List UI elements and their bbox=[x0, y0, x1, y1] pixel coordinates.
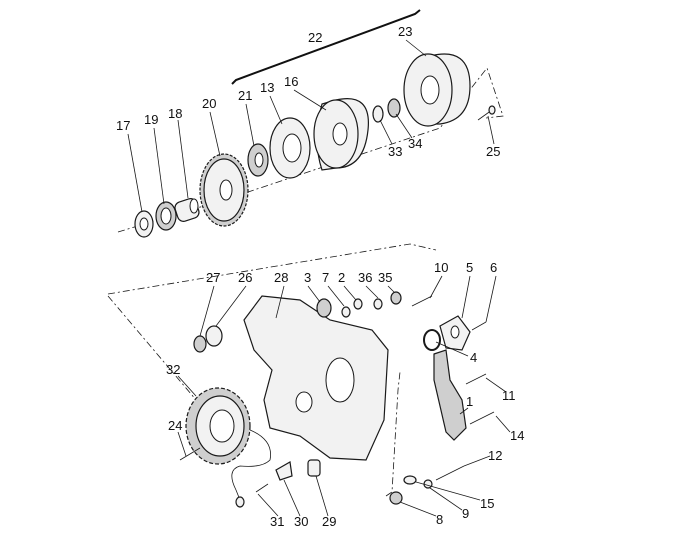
starter-driven-gear-20 bbox=[199, 153, 249, 227]
callout-18: 18 bbox=[168, 106, 182, 121]
clamp-15 bbox=[403, 475, 417, 485]
nut-8 bbox=[389, 491, 403, 505]
callout-2: 2 bbox=[338, 270, 345, 285]
callout-27: 27 bbox=[206, 270, 220, 285]
wire-connector bbox=[235, 496, 245, 508]
stator-wire-harness bbox=[231, 429, 271, 501]
bolt-14 bbox=[469, 411, 495, 425]
dowel-29 bbox=[307, 459, 321, 477]
bolt-25 bbox=[477, 105, 496, 121]
callout-34: 34 bbox=[408, 136, 422, 151]
callout-13: 13 bbox=[260, 80, 274, 95]
callout-4: 4 bbox=[470, 350, 477, 365]
o-ring-4 bbox=[423, 329, 441, 351]
washer-2 bbox=[353, 298, 363, 310]
callout-6: 6 bbox=[490, 260, 497, 275]
bearing-26 bbox=[205, 325, 223, 347]
callout-7: 7 bbox=[322, 270, 329, 285]
callout-36: 36 bbox=[358, 270, 372, 285]
callout-31: 31 bbox=[270, 514, 284, 529]
flywheel-rotor-16 bbox=[313, 98, 369, 171]
washer-33 bbox=[372, 105, 384, 123]
bolt-11 bbox=[465, 373, 487, 385]
callout-19: 19 bbox=[144, 112, 158, 127]
callout-1: 1 bbox=[466, 394, 473, 409]
one-way-clutch-21 bbox=[247, 143, 269, 177]
callout-8: 8 bbox=[436, 512, 443, 527]
callout-30: 30 bbox=[294, 514, 308, 529]
callout-32: 32 bbox=[166, 362, 180, 377]
callout-labels: 17 19 18 20 21 13 16 22 23 33 34 25 27 2… bbox=[116, 24, 524, 529]
callout-12: 12 bbox=[488, 448, 502, 463]
bracket-1 bbox=[433, 349, 467, 441]
bolt-10 bbox=[411, 295, 433, 307]
oil-seal-27 bbox=[193, 335, 207, 353]
bushing-18 bbox=[174, 198, 200, 222]
clutch-housing-13 bbox=[269, 117, 311, 179]
callout-35: 35 bbox=[378, 270, 392, 285]
callout-16: 16 bbox=[284, 74, 298, 89]
flange-5 bbox=[439, 315, 471, 351]
stator-axis-line bbox=[107, 295, 231, 441]
bolt-31 bbox=[255, 483, 269, 493]
clamp-30 bbox=[275, 461, 293, 481]
callout-33: 33 bbox=[388, 144, 402, 159]
nut-34 bbox=[387, 98, 401, 118]
washer-9 bbox=[423, 479, 433, 489]
stator-32 bbox=[185, 387, 251, 465]
callout-9: 9 bbox=[462, 506, 469, 521]
callout-14: 14 bbox=[510, 428, 524, 443]
washer-36 bbox=[373, 298, 383, 310]
bolt-24 bbox=[179, 447, 201, 461]
callout-28: 28 bbox=[274, 270, 288, 285]
callout-23: 23 bbox=[398, 24, 412, 39]
callout-11: 11 bbox=[502, 388, 516, 403]
callout-26: 26 bbox=[238, 270, 252, 285]
callout-29: 29 bbox=[322, 514, 336, 529]
callout-22: 22 bbox=[308, 30, 322, 45]
bracket-axis-line bbox=[385, 371, 401, 497]
callout-10: 10 bbox=[434, 260, 448, 275]
bolt-12 bbox=[435, 465, 465, 481]
bearing-3 bbox=[316, 298, 332, 318]
leader-lines bbox=[127, 39, 511, 517]
callout-15: 15 bbox=[480, 496, 494, 511]
callout-24: 24 bbox=[168, 418, 182, 433]
bolt-35 bbox=[390, 291, 402, 305]
lower-group-boundary bbox=[107, 243, 437, 295]
upper-assembly-group bbox=[117, 9, 504, 238]
flywheel-cover-23 bbox=[403, 53, 471, 127]
bolt-6 bbox=[471, 321, 487, 331]
thrust-washer-17 bbox=[134, 210, 154, 238]
callout-17: 17 bbox=[116, 118, 130, 133]
callout-5: 5 bbox=[466, 260, 473, 275]
callout-25: 25 bbox=[486, 144, 500, 159]
callout-3: 3 bbox=[304, 270, 311, 285]
lower-assembly-group bbox=[107, 243, 495, 508]
callout-21: 21 bbox=[238, 88, 252, 103]
plug-7 bbox=[341, 306, 351, 318]
assembly-22-brace bbox=[231, 9, 421, 85]
generator-cover-28 bbox=[243, 295, 389, 461]
needle-bearing-19 bbox=[155, 201, 177, 231]
callout-20: 20 bbox=[202, 96, 216, 111]
